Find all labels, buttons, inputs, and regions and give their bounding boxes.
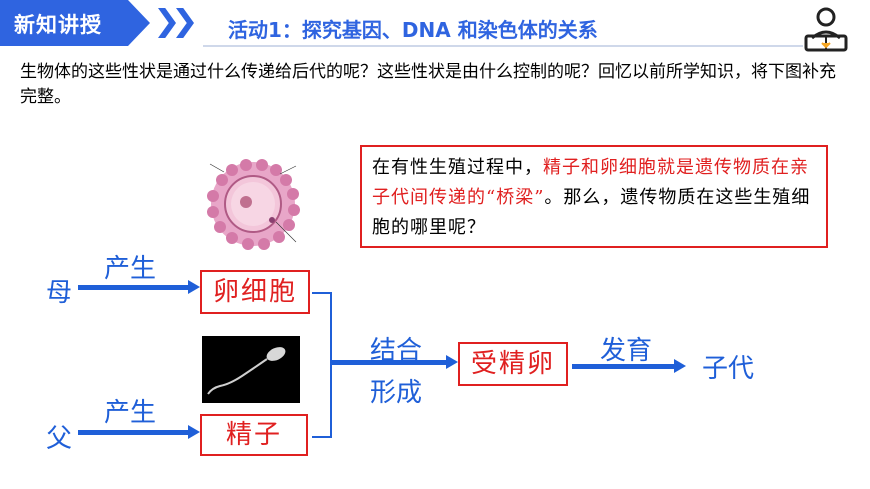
- arrow-head-icon: [674, 359, 686, 373]
- arrow-father-to-sperm: [78, 430, 190, 435]
- mother-label: 母: [46, 272, 72, 309]
- sperm-box: 精子: [200, 414, 308, 456]
- callout-box: 在有性生殖过程中，精子和卵细胞就是遗传物质在亲子代间传递的“桥梁”。那么，遗传物…: [360, 145, 828, 248]
- chevron-right-icon: [158, 8, 176, 38]
- produce-label-bottom: 产生: [104, 392, 156, 429]
- callout-text-1: 在有性生殖过程中，: [372, 157, 543, 178]
- develop-label: 发育: [600, 330, 652, 367]
- combine-label-1: 结合: [370, 330, 422, 367]
- question-text: 生物体的这些性状是通过什么传递给后代的呢？这些性状是由什么控制的呢？回忆以前所学…: [20, 60, 850, 110]
- arrow-head-icon: [188, 280, 200, 294]
- header-divider: [203, 45, 803, 47]
- egg-cell-image: [202, 158, 304, 250]
- egg-cell-box: 卵细胞: [200, 270, 310, 314]
- zygote-box: 受精卵: [458, 342, 568, 386]
- section-badge-label: 新知讲授: [14, 9, 102, 39]
- arrow-mother-to-egg: [78, 285, 190, 290]
- slide-title: 活动1：探究基因、DNA 和染色体的关系: [228, 14, 598, 43]
- arrow-to-offspring: [572, 364, 676, 369]
- combine-label-2: 形成: [370, 372, 422, 409]
- join-bracket: [312, 292, 332, 438]
- arrow-head-icon: [446, 355, 458, 369]
- sperm-cell-image: [202, 336, 300, 403]
- chevron-right-icon: [176, 8, 194, 38]
- offspring-label: 子代: [702, 348, 754, 385]
- father-label: 父: [46, 418, 72, 455]
- produce-label-top: 产生: [104, 248, 156, 285]
- arrow-head-icon: [188, 425, 200, 439]
- reader-icon: [800, 4, 852, 56]
